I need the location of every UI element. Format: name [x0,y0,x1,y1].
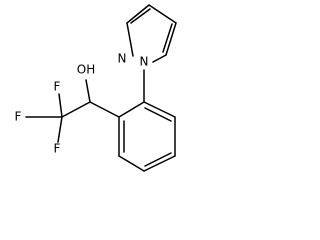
bond-pyrazole-top [148,4,177,24]
bond-c-to-f-bottom [57,116,63,143]
bond-pyrazole-right-double [165,22,177,56]
bond-pyrazole-upper-left-double-inner [130,8,151,24]
bond-benzene-4-inner [144,152,172,167]
bond-benzene-1 [118,101,145,118]
bond-c-to-f-top [58,93,63,118]
bond-benzene-3 [118,155,145,172]
atom-n-ring: N [118,52,127,66]
bond-benzene-4 [143,155,176,172]
bond-benzene-6 [143,101,176,118]
atom-f-bottom: F [54,142,61,156]
atom-oh: OH [77,63,95,77]
bond-pyrazole-right-double-inner [162,23,173,53]
structure-diagram: N N OH F F F [15,4,177,172]
bond-pyrazole-upper-left-double [126,4,150,24]
bond-phenyl-to-choh [89,101,120,118]
atom-f-left: F [15,110,22,124]
bond-pyrazole-n-to-c [152,54,167,63]
atom-f-top: F [54,80,61,94]
bond-pyrazole-n-to-c-upper-left [126,22,134,57]
bond-benzene-6-inner [144,107,172,122]
bond-choh-to-cf3 [61,101,91,118]
bond-choh-to-oh [85,79,91,103]
atom-n-attach: N [140,55,149,69]
